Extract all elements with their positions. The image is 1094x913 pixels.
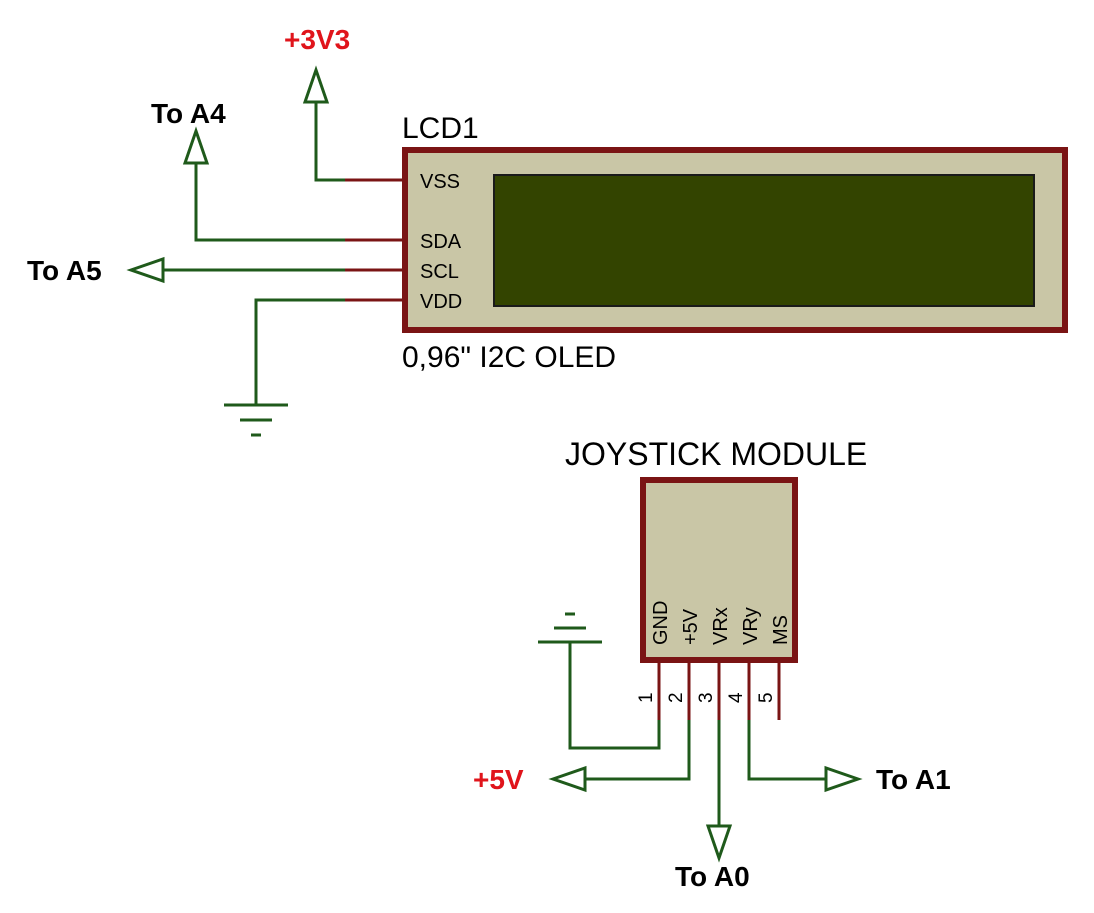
net-label-a1: To A1 <box>876 764 951 795</box>
net-label-a0: To A0 <box>675 861 750 892</box>
oled-pin-label-scl: SCL <box>420 261 459 283</box>
ground-icon <box>538 612 602 644</box>
oled-module: LCD1 0,96" I2C OLED VSS SDA SCL VDD <box>345 112 1068 374</box>
wire-joystick-vry <box>747 720 826 781</box>
wire-vss <box>314 102 345 182</box>
joystick-pin-number-2: 2 <box>666 692 687 703</box>
wire-sda <box>194 163 345 242</box>
net-arrow-a1 <box>824 765 863 793</box>
joystick-pin-number-3: 3 <box>696 692 717 703</box>
net-a0: To A0 <box>675 720 750 892</box>
wire-vdd <box>254 298 345 405</box>
joystick-pin-number-4: 4 <box>726 692 747 703</box>
oled-ref-label: LCD1 <box>402 112 479 145</box>
power-arrow-3v3 <box>302 65 330 104</box>
net-gnd-oled <box>224 298 345 437</box>
oled-pin-label-vss: VSS <box>420 171 460 193</box>
net-arrow-a4 <box>182 126 210 165</box>
joystick-pin-name-gnd: GND <box>650 601 672 645</box>
joystick-title: JOYSTICK MODULE <box>565 436 867 472</box>
power-arrow-5v <box>548 765 587 793</box>
joystick-body <box>640 477 798 663</box>
net-label-a5: To A5 <box>27 255 102 286</box>
joystick-pin-name-vrx: VRx <box>710 607 732 645</box>
wire-joystick-5v <box>585 720 691 781</box>
joystick-pin-name-ms: MS <box>770 615 792 645</box>
net-arrow-a0 <box>705 824 733 863</box>
joystick-pin-name-5v: +5V <box>680 608 702 645</box>
wire-joystick-gnd <box>568 642 661 750</box>
net-arrow-a5 <box>126 256 165 284</box>
joystick-module: JOYSTICK MODULE GND +5V VRx VRy MS 1 2 3… <box>565 436 867 720</box>
net-gnd-joystick <box>538 612 661 750</box>
joystick-pin-name-vry: VRy <box>740 607 762 645</box>
net-label-a4: To A4 <box>151 98 226 129</box>
oled-screen <box>493 174 1035 307</box>
net-3v3: +3V3 <box>284 24 350 182</box>
oled-pin-label-sda: SDA <box>420 231 462 253</box>
ground-icon <box>224 403 288 437</box>
joystick-pin-number-5: 5 <box>756 692 777 703</box>
net-a5: To A5 <box>27 255 345 286</box>
power-label-3v3: +3V3 <box>284 24 350 55</box>
net-a1: To A1 <box>747 720 951 795</box>
net-a4: To A4 <box>151 98 345 242</box>
oled-value-label: 0,96" I2C OLED <box>402 341 616 374</box>
power-label-5v: +5V <box>473 764 524 795</box>
net-5v: +5V <box>473 720 691 795</box>
joystick-pin-number-1: 1 <box>636 692 657 703</box>
oled-pin-label-vdd: VDD <box>420 291 462 313</box>
